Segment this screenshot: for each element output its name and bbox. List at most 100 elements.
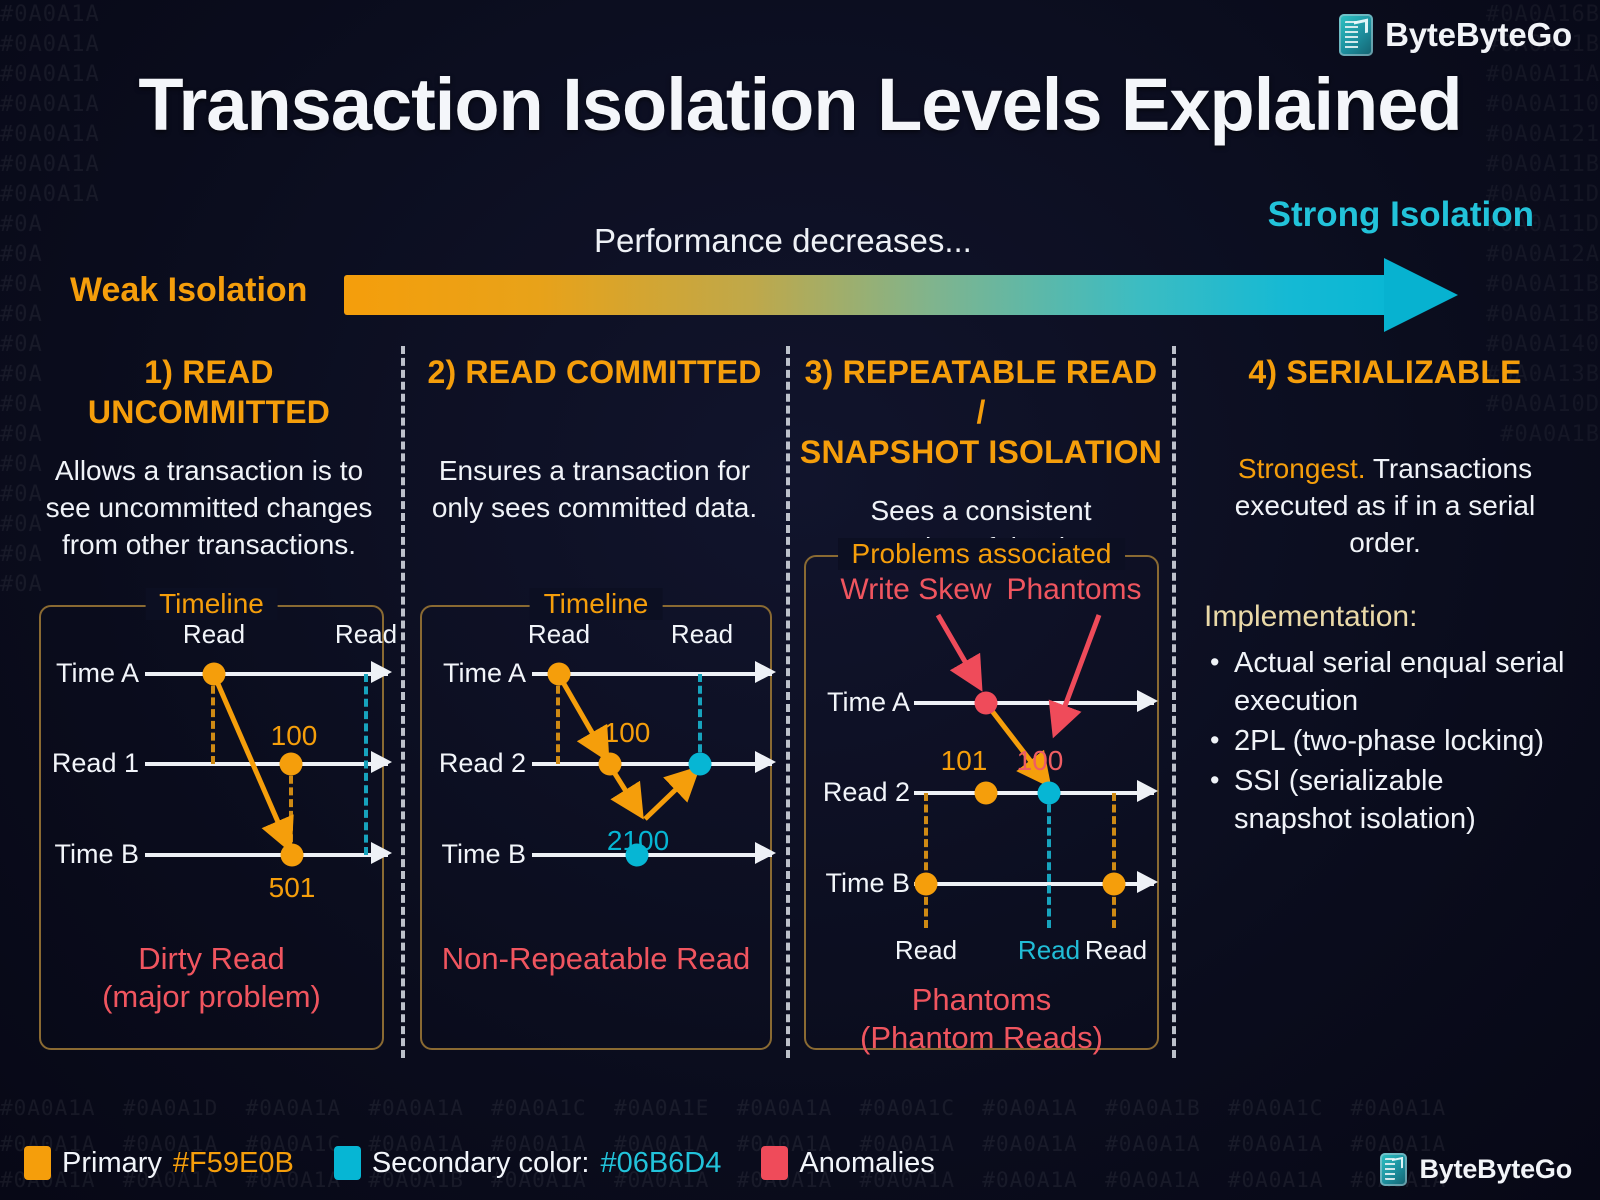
panel-1-desc-line2: see uncommitted changes xyxy=(45,492,373,523)
brand-name: ByteByteGo xyxy=(1385,16,1572,53)
spectrum-arrowhead-icon xyxy=(1384,258,1458,332)
panel-1-problem: Dirty Read (major problem) xyxy=(41,940,382,1016)
legend-secondary-swatch xyxy=(333,1146,361,1180)
panel-1-row-label-1: Read 1 xyxy=(51,748,139,778)
panel-1-problem-line1: Dirty Read xyxy=(138,941,285,976)
panel-3-dot-readb-1 xyxy=(914,872,938,896)
panel-3-caption-read-2: Read xyxy=(1017,935,1081,965)
panel-1-value-501: 501 xyxy=(268,872,316,903)
panel-1-timeline-box: Timeline Time A Read 1 Time B xyxy=(39,588,397,1050)
panel-3-desc-line1: Sees a consistent xyxy=(870,495,1092,526)
panel-1-vdash-read-c xyxy=(364,674,368,855)
strong-isolation-label: Strong Isolation xyxy=(1267,195,1534,234)
panel-3-title-line2: SNAPSHOT ISOLATION xyxy=(799,434,1163,470)
panel-4-desc-strongest: Strongest. xyxy=(1237,453,1366,484)
panel-1-caption-read-1: Read xyxy=(182,619,246,649)
legend-primary: Primary #F59E0B xyxy=(24,1146,294,1180)
panel-1-vdash-read-a xyxy=(211,674,215,764)
color-legend: Primary #F59E0B Secondary color: #06B6D4… xyxy=(24,1146,961,1180)
panel-4-desc-line1: Strongest. Transactions xyxy=(1190,450,1580,487)
panel-1-row-label-0: Time A xyxy=(55,658,139,688)
panel-2-box-legend: Timeline xyxy=(529,588,663,620)
column-separator-1 xyxy=(401,346,405,1058)
panel-3-vdash-middle xyxy=(1047,793,1051,928)
page-title: Transaction Isolation Levels Explained xyxy=(138,63,1462,146)
bytebytego-logo-icon xyxy=(1339,14,1374,56)
panel-2-timeline-box: Timeline Time A Read 2 Time B xyxy=(420,588,776,1050)
panel-3-row-label-0: Time A xyxy=(826,687,910,717)
brand-name-bottom: ByteByteGo xyxy=(1419,1154,1572,1184)
panel-3-value-101: 101 xyxy=(940,745,988,776)
panel-3-annotation-phantoms: Phantoms xyxy=(1006,573,1142,606)
panel-3-problem-line2: (Phantom Reads) xyxy=(860,1020,1103,1055)
panel-3-caption-read-3: Read xyxy=(1084,935,1148,965)
panel-1-row-arrow-2 xyxy=(371,842,392,864)
impl-item-2: SSI (serializable snapshot isolation) xyxy=(1204,761,1566,838)
panel-2-dot-c xyxy=(688,752,712,776)
legend-secondary: Secondary color: #06B6D4 xyxy=(333,1146,721,1180)
panel-3-dot-write-skew xyxy=(974,691,998,715)
panel-4-implementation-heading: Implementation: xyxy=(1204,600,1418,633)
legend-secondary-label: Secondary color: xyxy=(371,1146,590,1179)
background-hex-bottom: #0A0A1A #0A0A1D #0A0A1A #0A0A1A #0A0A1C … xyxy=(0,1096,1447,1192)
panel-2-vdash-read-b xyxy=(698,674,702,764)
panel-1-row-line-0 xyxy=(145,672,388,676)
panel-2-description: Ensures a transaction for only sees comm… xyxy=(412,452,777,526)
panel-2-value-2100: 2100 xyxy=(606,825,670,856)
panel-3-dot-100 xyxy=(1037,781,1061,805)
panel-3-annotation-write-skew: Write Skew xyxy=(840,573,992,606)
panel-repeatable-read: 3) REPEATABLE READ / SNAPSHOT ISOLATION … xyxy=(796,352,1166,1055)
impl-item-0: Actual serial enqual serial execution xyxy=(1204,643,1566,720)
panel-3-dot-readb-2 xyxy=(1102,872,1126,896)
panel-1-dot-b xyxy=(279,752,303,776)
legend-anomalies-label: Anomalies xyxy=(799,1146,935,1179)
isolation-spectrum-arrow xyxy=(344,258,1458,332)
spectrum-gradient-bar xyxy=(344,275,1418,315)
panel-1-description: Allows a transaction is to see uncommitt… xyxy=(24,452,394,563)
panel-4-desc-line2: executed as if in a serial xyxy=(1234,490,1536,521)
panel-read-uncommitted: 1) READ UNCOMMITTED Allows a transaction… xyxy=(24,352,397,1050)
weak-isolation-label: Weak Isolation xyxy=(70,271,308,309)
panel-2-row-arrow-1 xyxy=(755,751,776,773)
panel-serializable: 4) SERIALIZABLE Strongest. Transactions … xyxy=(1190,352,1580,835)
panel-2-problem: Non-Repeatable Read xyxy=(422,940,770,978)
panel-2-row-label-2: Time B xyxy=(441,839,526,869)
panel-3-problem: Phantoms (Phantom Reads) xyxy=(806,981,1157,1057)
panel-2-value-100: 100 xyxy=(603,717,651,748)
panel-read-committed: 2) READ COMMITTED Ensures a transaction … xyxy=(412,352,777,1050)
brand-logo-top: ByteByteGo xyxy=(1339,14,1572,56)
panel-1-row-arrow-1 xyxy=(371,751,392,773)
panel-3-problem-line1: Phantoms xyxy=(911,982,1052,1017)
brand-logo-bottom: ByteByteGo xyxy=(1380,1153,1572,1186)
panel-1-vdash-read-b xyxy=(289,764,293,854)
panel-2-title-line1: 2) READ COMMITTED xyxy=(427,354,762,390)
panel-4-title: 4) SERIALIZABLE xyxy=(1190,352,1580,392)
panel-2-row-line-2 xyxy=(532,853,772,857)
panel-3-title-line1: 3) REPEATABLE READ / xyxy=(804,354,1158,430)
panel-1-desc-line3: from other transactions. xyxy=(61,529,357,560)
panel-3-vdash-left xyxy=(924,793,928,928)
panel-3-row-line-0 xyxy=(914,701,1154,705)
performance-label: Performance decreases... xyxy=(594,222,972,259)
panel-1-title-line2: UNCOMMITTED xyxy=(87,394,331,430)
panel-2-row-arrow-2 xyxy=(755,842,776,864)
panel-3-row-label-2: Time B xyxy=(825,868,910,898)
panel-3-title: 3) REPEATABLE READ / SNAPSHOT ISOLATION xyxy=(796,352,1166,472)
panel-1-dot-a xyxy=(202,662,226,686)
panel-2-row-line-1 xyxy=(532,762,772,766)
panel-2-caption-read-2: Read xyxy=(670,619,734,649)
panel-1-desc-line1: Allows a transaction is to xyxy=(54,455,364,486)
panel-4-implementation-list: Actual serial enqual serial execution 2P… xyxy=(1204,643,1566,840)
panel-2-dot-b xyxy=(598,752,622,776)
panel-1-value-100: 100 xyxy=(270,720,318,751)
legend-anomalies-swatch xyxy=(761,1146,789,1180)
panel-3-box-legend: Problems associated xyxy=(837,538,1126,570)
panel-1-title: 1) READ UNCOMMITTED xyxy=(24,352,394,432)
panel-3-dot-101 xyxy=(974,781,998,805)
panel-2-caption-read-1: Read xyxy=(527,619,591,649)
legend-primary-label: Primary xyxy=(62,1146,162,1179)
column-separator-2 xyxy=(786,346,790,1058)
panel-1-dot-c xyxy=(280,843,304,867)
panel-1-box-legend: Timeline xyxy=(145,588,278,620)
